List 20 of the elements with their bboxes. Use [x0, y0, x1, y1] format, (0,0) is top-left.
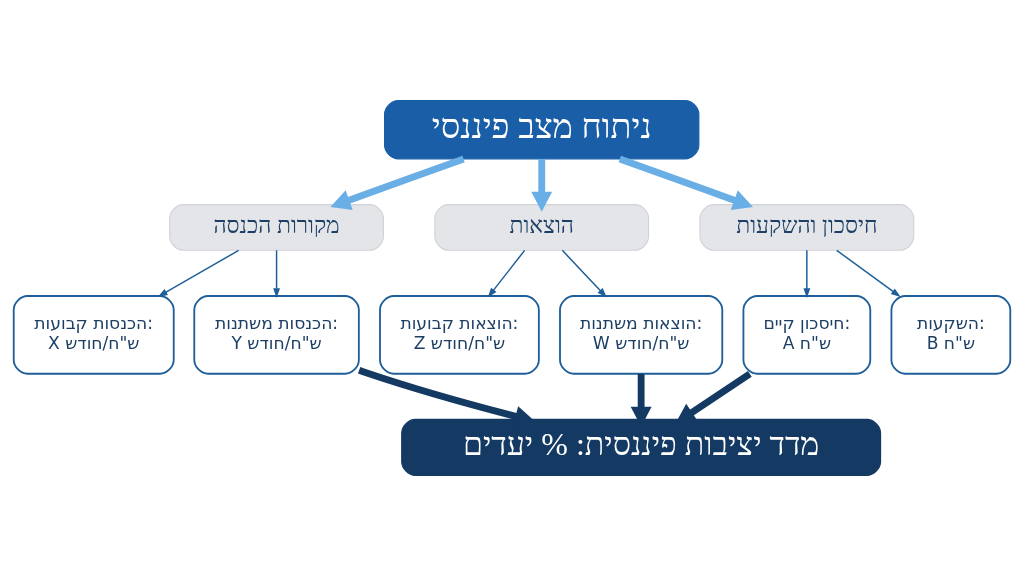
node-box: הוצאות קבועות: Z ש"ח/חודש [379, 295, 540, 375]
arrow [157, 249, 240, 297]
node-box: הכנסות קבועות: X ש"ח/חודש [12, 295, 175, 375]
arrow [273, 249, 281, 299]
node-box: ניתוח מצב פיננסי [384, 100, 700, 160]
node-box: הוצאות משתנות: W ש"ח/חודש [559, 295, 724, 375]
arrow [618, 155, 754, 210]
node-box: השקעות: B ש"ח [890, 295, 1012, 375]
arrow [330, 155, 465, 210]
node-box: מדד יציבות פיננסית: % יעדים [401, 418, 882, 476]
node-box: חיסכון והשקעות [699, 204, 915, 251]
node-box: הוצאות [434, 204, 650, 251]
arrow [803, 249, 811, 299]
node-box: הכנסות משתנות: Y ש"ח/חודש [193, 295, 360, 375]
node-box: חיסכון קיים: A ש"ח [742, 295, 872, 375]
node-box: מקורות הכנסה [169, 204, 384, 251]
arrow [531, 158, 553, 212]
arrow [561, 249, 607, 298]
arrow [835, 249, 901, 298]
arrow [487, 249, 526, 298]
